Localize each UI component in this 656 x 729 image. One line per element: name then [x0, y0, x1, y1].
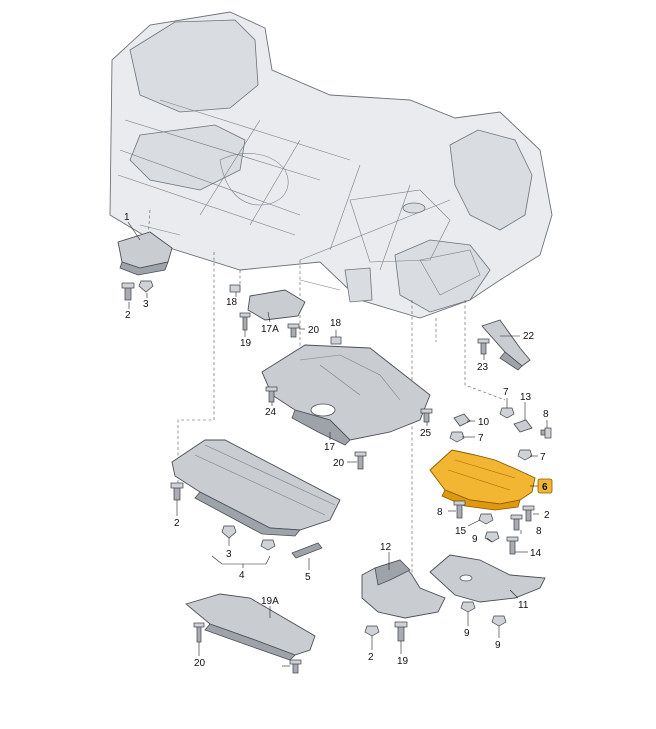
part-4-long-tray	[171, 439, 341, 537]
nut-7-c	[517, 449, 533, 461]
callout-4: 4	[239, 570, 245, 581]
part-6-highlighted-shield	[429, 449, 536, 511]
callout-9: 9	[495, 640, 501, 651]
nut-9-c	[491, 615, 507, 627]
bolt-14	[506, 536, 519, 555]
bolt-8-a	[540, 427, 552, 439]
nut-15	[478, 513, 494, 525]
part-1-bracket	[117, 231, 173, 276]
callout-2: 2	[174, 518, 180, 529]
nut-9-d	[364, 625, 380, 637]
callout-1: 1	[124, 212, 130, 223]
part-11-rear-shield	[429, 554, 546, 603]
callout-8: 8	[543, 409, 549, 420]
callout-6-highlight-badge	[537, 478, 553, 494]
bolt-2-c	[170, 482, 184, 501]
callout-19: 19	[240, 338, 252, 349]
callout-9: 2	[368, 652, 374, 663]
leader-lines	[127, 221, 548, 667]
bolt-19-a	[239, 312, 251, 331]
callout-3: 3	[143, 299, 149, 310]
callout-8: 8	[536, 526, 542, 537]
nut-7-b	[449, 431, 465, 443]
nut-9-a	[484, 531, 500, 543]
callout-20: 20	[308, 325, 320, 336]
bolt-24	[265, 386, 278, 403]
nut-3-b	[221, 525, 237, 539]
part-12-guard	[361, 559, 446, 619]
bolt-2-left	[121, 282, 135, 301]
bolt-2-d	[394, 621, 408, 642]
callout-18: 18	[226, 297, 238, 308]
bolt-19-b	[193, 622, 205, 643]
callout-labels: 1 2 3 18 17A 19 20 18 22 23 7 13 8 24 10…	[124, 212, 553, 669]
part-19a-plate	[185, 593, 316, 661]
callout-5: 5	[305, 572, 311, 583]
callout-8: 8	[437, 507, 443, 518]
bolt-8-c	[510, 514, 523, 531]
part-22-bracket	[481, 319, 531, 371]
callout-10: 10	[478, 417, 490, 428]
nut-3-c	[260, 539, 276, 551]
nut-7-a	[499, 407, 515, 419]
callout-7: 7	[503, 387, 509, 398]
bolt-20-c	[289, 659, 302, 674]
callout-7: 7	[540, 452, 546, 463]
clip-18-b	[330, 336, 342, 345]
part-10-clip	[453, 413, 471, 427]
part-5-strip	[291, 542, 323, 559]
part-13-clip	[513, 419, 533, 433]
callout-22: 22	[523, 331, 535, 342]
nut-9-b	[460, 601, 476, 613]
callout-24: 24	[265, 407, 277, 418]
callout-15: 15	[455, 526, 467, 537]
nut-3-left	[138, 280, 154, 293]
fasteners	[121, 280, 552, 674]
callout-14: 14	[530, 548, 542, 559]
callout-7: 7	[478, 433, 484, 444]
callout-19: 20	[194, 658, 206, 669]
vehicle-underbody	[109, 11, 553, 319]
callout-19a: 19A	[261, 596, 279, 607]
callout-9: 9	[464, 628, 470, 639]
callout-9: 9	[472, 534, 478, 545]
callout-2: 19	[397, 656, 409, 667]
bolt-20-b	[354, 451, 367, 470]
bolt-20-a	[287, 323, 300, 338]
bolt-2-b	[522, 505, 535, 522]
callout-6: 6	[542, 482, 548, 493]
callout-17a: 17A	[261, 324, 279, 335]
bolt-25	[420, 408, 433, 423]
callout-13: 13	[520, 392, 532, 403]
callout-20: 20	[333, 458, 345, 469]
part-17-center-panel	[261, 344, 431, 446]
bolt-8-b	[453, 500, 466, 519]
callout-23: 23	[477, 362, 489, 373]
callout-25: 25	[420, 428, 432, 439]
callout-2: 2	[544, 510, 550, 521]
callout-3: 3	[226, 549, 232, 560]
callout-11: 11	[518, 600, 529, 611]
callout-18: 18	[330, 318, 342, 329]
callout-2: 2	[125, 310, 131, 321]
callout-17: 17	[324, 442, 336, 453]
bolt-23	[477, 338, 490, 355]
clip-18-a	[229, 284, 241, 293]
part-17a-plate	[247, 289, 306, 321]
callout-12: 12	[380, 542, 392, 553]
